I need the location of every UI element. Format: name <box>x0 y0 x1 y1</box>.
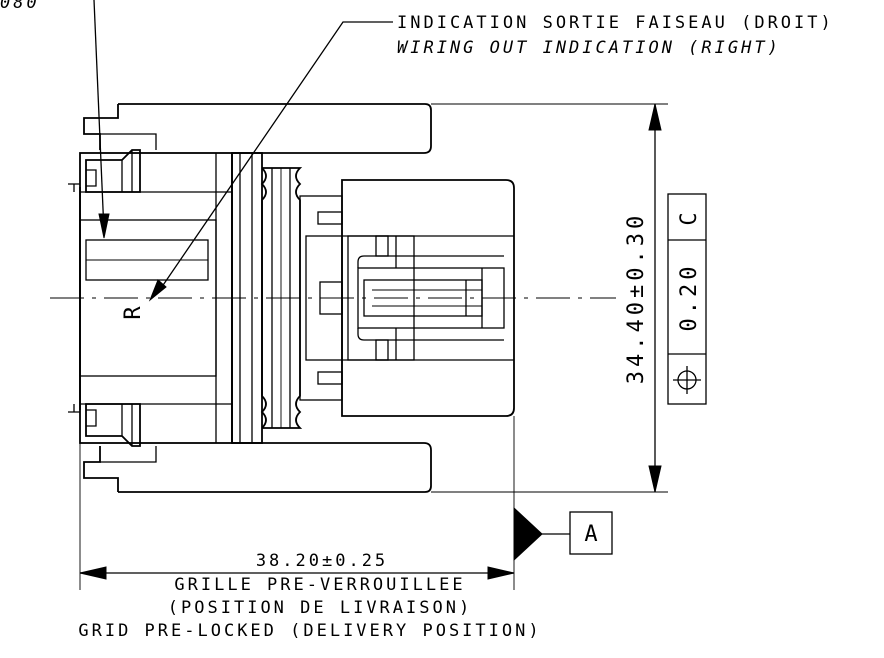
right-hand-marking: R <box>121 306 146 320</box>
height-dimension-value: 34.40±0.30 <box>624 212 649 384</box>
length-dimension <box>79 443 515 590</box>
wiring-indication-en-label: WIRING OUT INDICATION (RIGHT) <box>397 38 781 58</box>
wiring-indication-fr-label: INDICATION SORTIE FAISEAU (DROIT) <box>397 13 834 33</box>
length-dimension-value: 38.20±0.25 <box>256 551 388 571</box>
position-tolerance-frame <box>667 193 707 405</box>
note-grid-pre-locked: GRID PRE-LOCKED (DELIVERY POSITION) <box>78 621 541 641</box>
height-dimension <box>431 103 668 493</box>
datum-a-symbol <box>513 416 613 590</box>
tolerance-value: 0.20 <box>677 263 702 332</box>
datum-a-label: A <box>584 522 597 547</box>
note-position-de-livraison: (POSITION DE LIVRAISON) <box>168 598 472 618</box>
tolerance-datum: C <box>677 208 702 225</box>
note-grille-pre-verrouillee: GRILLE PRE-VERROUILLEE <box>174 575 465 595</box>
marking-letter-r: R <box>121 306 146 320</box>
connector-outline <box>68 103 515 493</box>
top-left-fragment-label: 080 <box>0 0 40 13</box>
leader-lines <box>93 0 393 302</box>
